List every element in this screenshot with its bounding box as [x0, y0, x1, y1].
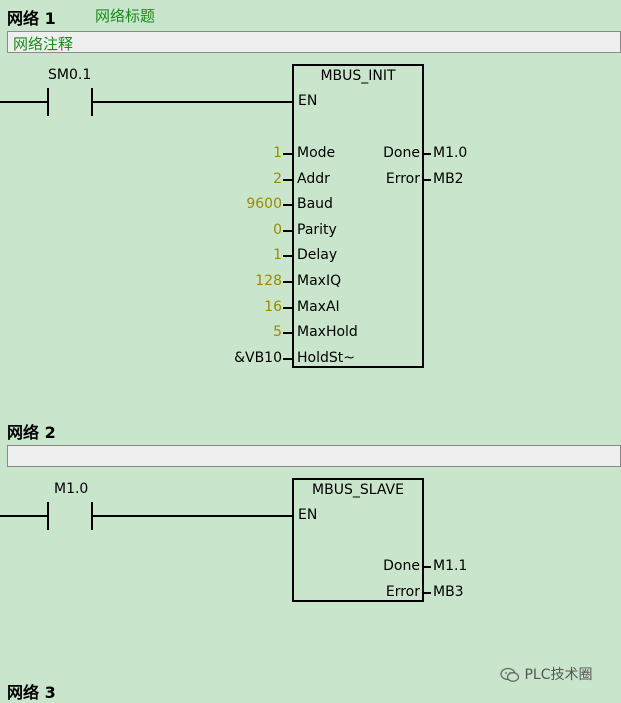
mbus-slave-block[interactable]: MBUS_SLAVE [292, 478, 424, 602]
pin-stub [283, 281, 293, 283]
network-1-comment-field[interactable]: 网络注释 [7, 31, 621, 53]
input-value[interactable]: 1 [273, 145, 282, 161]
watermark-text: PLC技术圈 [524, 667, 593, 683]
en-pin-label: EN [298, 93, 318, 109]
network-3-title[interactable]: 网络 3 [7, 683, 56, 702]
output-pin-label: Error [385, 584, 420, 600]
pin-stub [283, 153, 293, 155]
input-value[interactable]: 0 [273, 222, 282, 238]
output-pin-label: Done [383, 145, 420, 161]
mbus-init-block[interactable]: MBUS_INIT [292, 64, 424, 368]
watermark: PLC技术圈 [500, 664, 592, 684]
input-pin-label: MaxIQ [297, 273, 342, 289]
pin-stub [423, 592, 431, 594]
pin-stub [423, 179, 431, 181]
network-1-title[interactable]: 网络 1 [7, 9, 56, 28]
power-rail-wire-1 [0, 101, 49, 103]
output-value[interactable]: M1.1 [433, 558, 468, 574]
input-value[interactable]: 2 [273, 171, 282, 187]
output-pin-label: Error [385, 171, 420, 187]
wire-to-en-2 [91, 515, 293, 517]
output-pin-label: Done [383, 558, 420, 574]
input-value[interactable]: 16 [264, 299, 282, 315]
input-pin-label: Delay [297, 247, 338, 263]
wire-to-en-1 [91, 101, 293, 103]
input-value[interactable]: 128 [255, 273, 282, 289]
input-pin-label: Addr [297, 171, 330, 187]
input-value[interactable]: 9600 [246, 196, 282, 212]
contact-m1-0-label: M1.0 [54, 481, 89, 497]
block-title: MBUS_INIT [320, 68, 396, 84]
network-1-comment-text: 网络注释 [13, 35, 74, 53]
input-pin-label: HoldSt~ [297, 350, 355, 366]
input-pin-label: MaxHold [297, 324, 358, 340]
network-2-title[interactable]: 网络 2 [7, 423, 56, 442]
block-title: MBUS_SLAVE [312, 482, 404, 498]
output-value[interactable]: MB3 [433, 584, 464, 600]
pin-stub [283, 307, 293, 309]
pin-stub [423, 153, 431, 155]
pin-stub [283, 332, 293, 334]
pin-stub [283, 204, 293, 206]
input-pin-label: Mode [297, 145, 336, 161]
pin-stub [283, 255, 293, 257]
pin-stub [283, 179, 293, 181]
pin-stub [423, 566, 431, 568]
contact-left-bar [47, 502, 49, 530]
input-value[interactable]: 1 [273, 247, 282, 263]
input-pin-label: Parity [297, 222, 337, 238]
input-pin-label: Baud [297, 196, 333, 212]
network-1-subtitle[interactable]: 网络标题 [95, 7, 156, 25]
output-value[interactable]: MB2 [433, 171, 464, 187]
network-2-comment-field[interactable] [7, 445, 621, 467]
contact-sm0-1-label: SM0.1 [48, 67, 92, 83]
pin-stub [283, 358, 293, 360]
input-value[interactable]: &VB10 [234, 350, 282, 366]
output-value[interactable]: M1.0 [433, 145, 468, 161]
input-pin-label: MaxAI [297, 299, 340, 315]
pin-stub [283, 230, 293, 232]
wechat-icon [500, 667, 520, 683]
contact-left-bar [47, 88, 49, 116]
power-rail-wire-2 [0, 515, 49, 517]
en-pin-label: EN [298, 507, 318, 523]
input-value[interactable]: 5 [273, 324, 282, 340]
